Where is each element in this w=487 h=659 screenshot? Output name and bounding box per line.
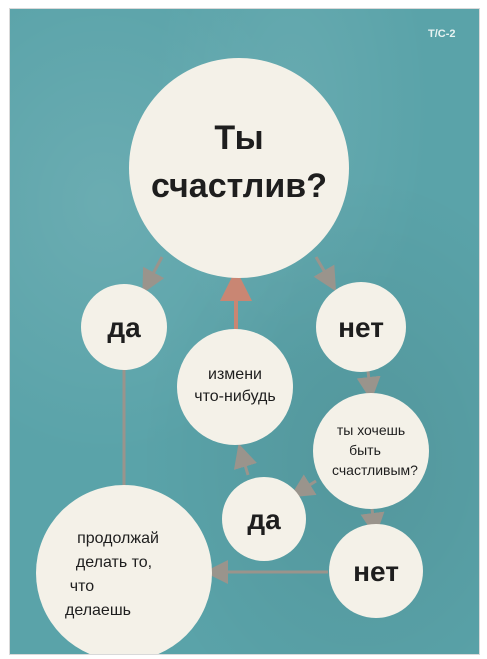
- yes-label: да: [107, 312, 141, 343]
- no-label: нет: [338, 312, 384, 343]
- arrow-question-to-no: [313, 256, 337, 292]
- arrow-no-to-want: [356, 370, 381, 401]
- arrow-yes2-to-change: [233, 443, 257, 476]
- poster: T/C-2 Ты счастлив? да нет: [10, 9, 479, 654]
- question-line2: счастлив?: [151, 167, 327, 205]
- node-yes2: да: [222, 477, 306, 561]
- no2-label: нет: [353, 556, 399, 587]
- continue-line1: продолжай: [77, 530, 159, 547]
- flowchart: T/C-2 Ты счастлив? да нет: [36, 28, 456, 654]
- arrow-want-to-yes2: [289, 474, 317, 498]
- node-no2: нет: [329, 524, 423, 618]
- node-no: нет: [316, 282, 406, 372]
- continue-line3: что: [70, 578, 94, 595]
- node-continue: продолжай делать то, что делаешь: [36, 485, 212, 654]
- corner-mark: T/C-2: [428, 28, 456, 40]
- node-yes: да: [81, 284, 167, 370]
- want-line2: быть: [349, 442, 381, 458]
- want-line1: ты хочешь: [337, 422, 405, 438]
- node-want: ты хочешь быть счастливым?: [313, 393, 429, 509]
- continue-line4: делаешь: [65, 602, 131, 619]
- want-line3: счастливым?: [332, 462, 418, 478]
- question-line1: Ты: [214, 119, 263, 157]
- continue-line2: делать то,: [76, 554, 152, 571]
- change-line2: что-нибудь: [194, 388, 275, 405]
- change-line1: измени: [208, 366, 262, 383]
- node-change: измени что-нибудь: [177, 329, 293, 445]
- node-question: Ты счастлив?: [129, 58, 349, 278]
- arrow-want-to-no2: [360, 508, 385, 537]
- arrow-question-to-yes: [142, 256, 165, 294]
- yes2-label: да: [247, 504, 281, 535]
